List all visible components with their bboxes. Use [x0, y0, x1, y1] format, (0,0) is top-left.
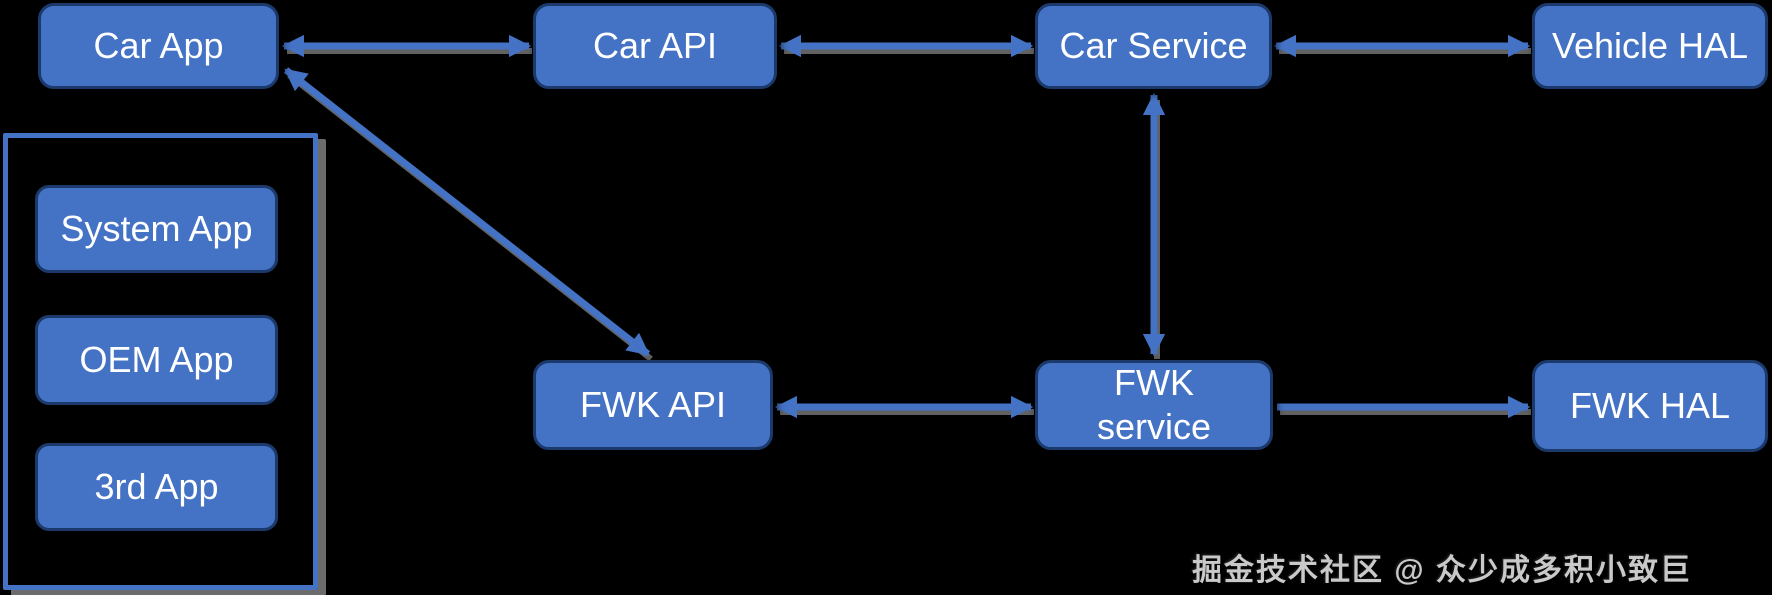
node-fwk-hal: FWK HAL	[1532, 360, 1768, 452]
node-fwk-api: FWK API	[533, 360, 773, 450]
node-system-app: System App	[35, 185, 278, 273]
node-fwk-service: FWK service	[1035, 360, 1273, 450]
node-vehicle-hal: Vehicle HAL	[1532, 3, 1768, 89]
node-oem-app: OEM App	[35, 315, 278, 405]
edge-car-app-fwk-api	[283, 67, 651, 357]
edge-shadows	[287, 48, 1531, 415]
node-car-app: Car App	[38, 3, 279, 89]
node-car-api: Car API	[533, 3, 777, 89]
node-3rd-app: 3rd App	[35, 443, 278, 531]
watermark-text: 掘金技术社区 @ 众少成多积小致巨	[1192, 554, 1692, 587]
node-car-service: Car Service	[1035, 3, 1272, 89]
node-fwk-service-label: FWK service	[1096, 362, 1212, 447]
app-group-box	[3, 133, 318, 590]
